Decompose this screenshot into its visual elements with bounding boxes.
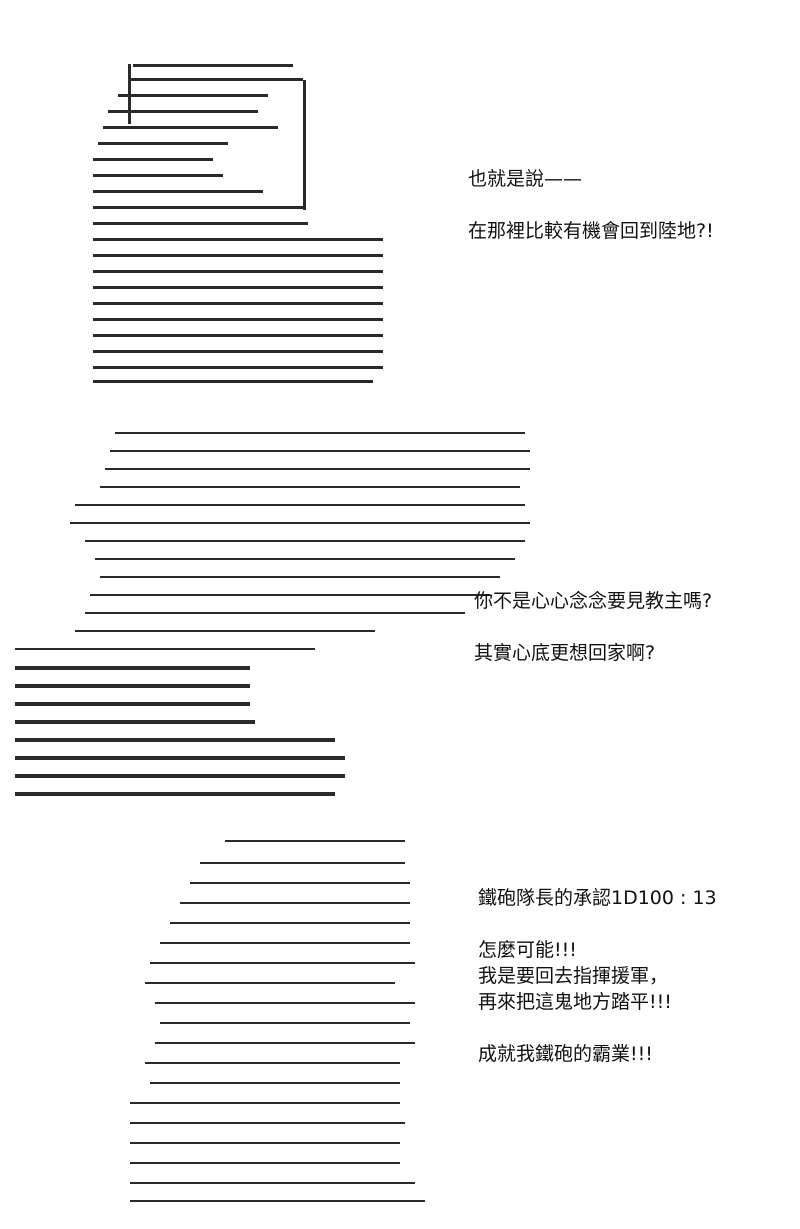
dialogue-line: 在那裡比較有機會回到陸地?!	[468, 220, 714, 242]
dialogue-line	[478, 1015, 717, 1041]
ascii-art-figure-2	[15, 400, 535, 796]
dialogue-line: 也就是說——	[468, 168, 583, 190]
dialogue-line	[474, 614, 712, 640]
dialogue-line	[468, 192, 714, 218]
ascii-art-figure-3	[125, 810, 430, 1202]
panel-2: 你不是心心念念要見教主嗎? 其實心底更想回家啊?	[0, 395, 800, 796]
dialogue-line: 成就我鐵砲的霸業!!!	[478, 1043, 653, 1065]
dialogue-line	[478, 911, 717, 937]
dialogue-line: 其實心底更想回家啊?	[474, 642, 656, 664]
panel-1: 也就是說—— 在那裡比較有機會回到陸地?!	[0, 0, 800, 383]
ascii-art-figure-1	[88, 38, 388, 383]
panel-3: 鐵砲隊長的承認1D100 : 13 怎麼可能!!! 我是要回去指揮援軍， 再來把…	[0, 805, 800, 1202]
dialogue-line: 我是要回去指揮援軍，	[478, 965, 669, 987]
dialogue-line: 鐵砲隊長的承認1D100 : 13	[478, 887, 717, 909]
dialogue-panel-2: 你不是心心念念要見教主嗎? 其實心底更想回家啊?	[474, 588, 712, 666]
dialogue-panel-3: 鐵砲隊長的承認1D100 : 13 怎麼可能!!! 我是要回去指揮援軍， 再來把…	[478, 885, 717, 1067]
dialogue-line: 你不是心心念念要見教主嗎?	[474, 590, 713, 612]
dialogue-line: 怎麼可能!!!	[478, 939, 577, 961]
dialogue-line: 再來把這鬼地方踏平!!!	[478, 991, 672, 1013]
dialogue-panel-1: 也就是說—— 在那裡比較有機會回到陸地?!	[468, 166, 714, 244]
